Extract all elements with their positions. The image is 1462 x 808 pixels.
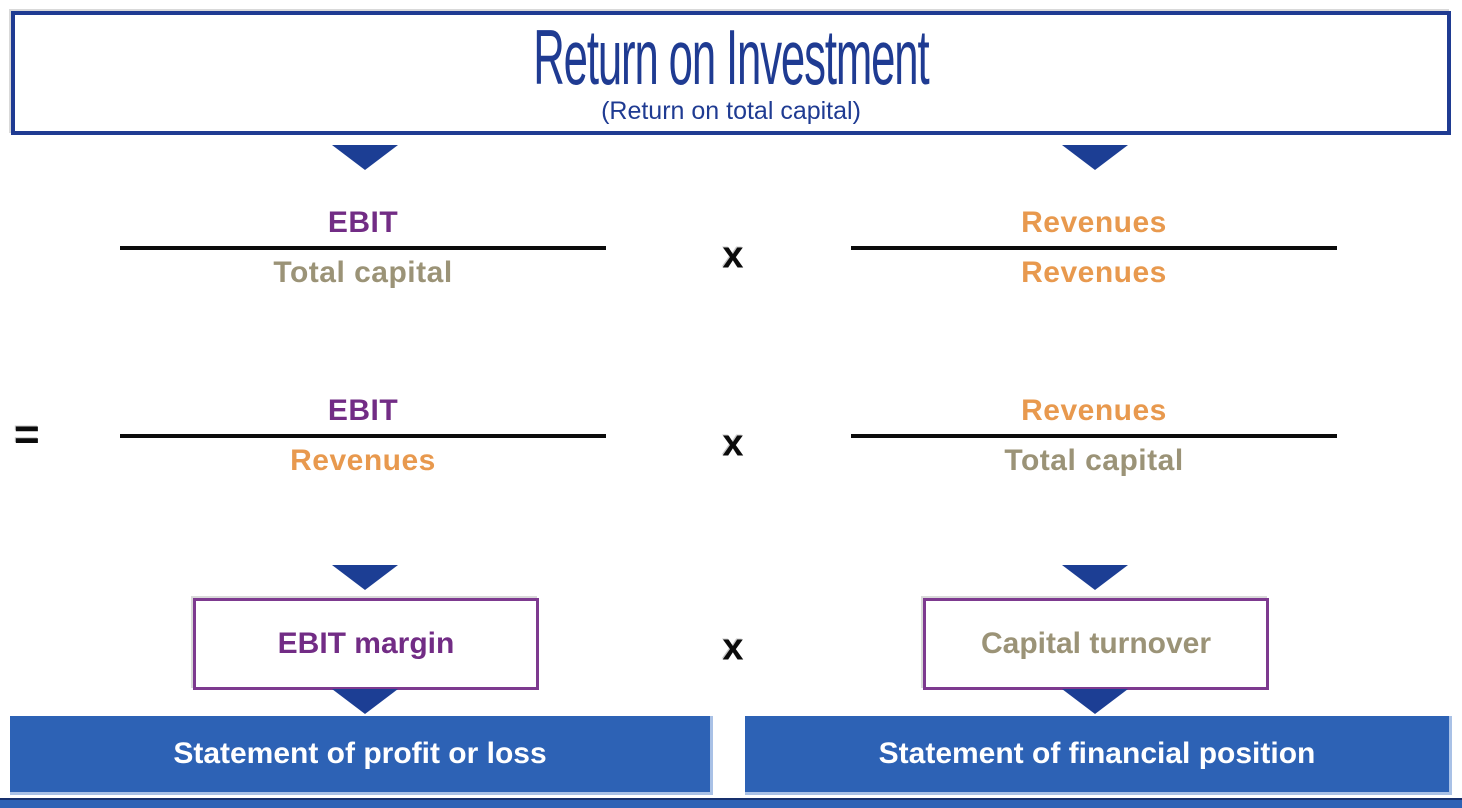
down-arrow-icon xyxy=(332,565,398,590)
down-arrow-icon xyxy=(1062,145,1128,170)
page-title: Return on Investment xyxy=(533,13,929,102)
fraction-line xyxy=(120,434,606,438)
fraction-numerator: Revenues xyxy=(1021,206,1167,239)
title-box: Return on Investment (Return on total ca… xyxy=(11,11,1451,135)
statement-profit-loss-bar: Statement of profit or loss xyxy=(10,716,713,795)
fraction-numerator: Revenues xyxy=(1021,394,1167,427)
down-arrow-icon xyxy=(332,689,398,714)
statement-financial-position-bar: Statement of financial position xyxy=(745,716,1452,795)
multiply-operator: x xyxy=(722,234,744,277)
down-arrow-icon xyxy=(1062,689,1128,714)
fraction-row2-right: Revenues Total capital xyxy=(851,390,1337,482)
down-arrow-icon xyxy=(1062,565,1128,590)
equals-operator: = xyxy=(14,410,40,459)
fraction-denominator: Total capital xyxy=(1004,444,1184,477)
fraction-numerator: EBIT xyxy=(327,206,399,239)
capital-turnover-box: Capital turnover xyxy=(923,598,1269,690)
fraction-row2-left: EBIT Revenues xyxy=(120,390,606,482)
fraction-row1-left: EBIT Total capital xyxy=(120,202,606,294)
multiply-operator: x xyxy=(722,626,744,669)
down-arrow-icon xyxy=(332,145,398,170)
multiply-operator: x xyxy=(722,422,744,465)
fraction-line xyxy=(851,246,1337,250)
page-subtitle: (Return on total capital) xyxy=(601,96,861,125)
fraction-denominator: Revenues xyxy=(1021,256,1167,289)
fraction-line xyxy=(120,246,606,250)
ebit-margin-box: EBIT margin xyxy=(193,598,539,690)
fraction-line xyxy=(851,434,1337,438)
fraction-denominator: Revenues xyxy=(290,444,436,477)
bottom-divider xyxy=(0,798,1462,808)
fraction-numerator: EBIT xyxy=(327,394,399,427)
fraction-row1-right: Revenues Revenues xyxy=(851,202,1337,294)
fraction-denominator: Total capital xyxy=(273,256,453,289)
